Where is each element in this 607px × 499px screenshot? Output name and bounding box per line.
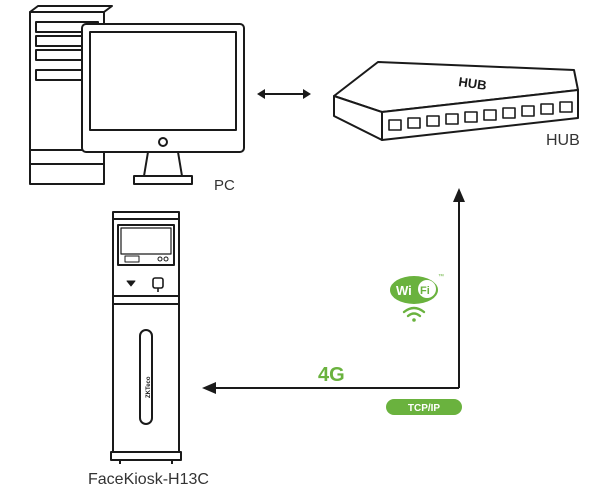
hub-device-text: HUB — [458, 74, 488, 93]
pc-label: PC — [214, 177, 235, 194]
protocol-badge: TCP/IP — [386, 399, 462, 415]
network-4g-label: 4G — [318, 364, 345, 386]
protocol-label: TCP/IP — [408, 403, 441, 414]
wifi-trademark: ™ — [438, 273, 444, 280]
monitor-icon — [81, 23, 245, 185]
hub-label: HUB — [546, 132, 580, 149]
kiosk-icon — [110, 211, 182, 464]
wifi-logo-wi: Wi — [396, 283, 412, 298]
network-hub-icon — [333, 61, 579, 141]
kiosk-brand-text: ZKTeco — [146, 376, 152, 398]
wifi-logo-icon: Wi Fi ™ — [390, 273, 444, 304]
connection-line — [202, 188, 465, 394]
kiosk-label: FaceKiosk-H13C — [88, 471, 209, 488]
wifi-signal-icon — [402, 306, 426, 322]
double-arrow-icon — [257, 89, 311, 99]
wifi-logo-fi: Fi — [420, 285, 430, 297]
